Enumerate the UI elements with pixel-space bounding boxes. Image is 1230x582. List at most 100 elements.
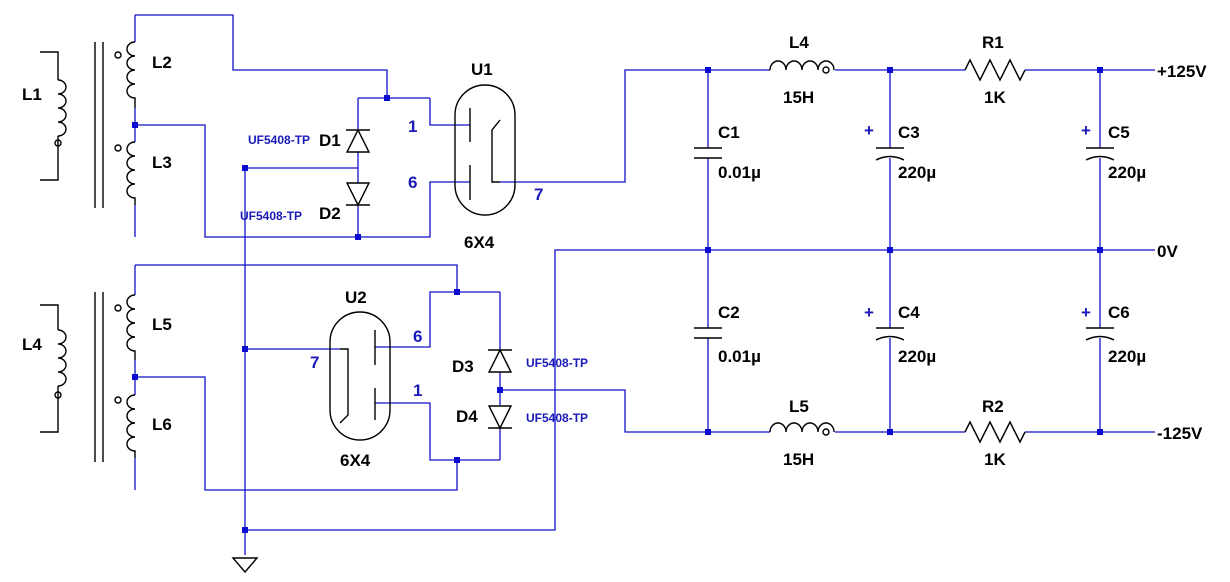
r1-body — [964, 58, 1026, 82]
u1-cathode — [491, 119, 501, 183]
l5-choke-label: L5 — [789, 397, 809, 416]
l1-bottom-lead — [40, 136, 59, 181]
output-pos-label: +125V — [1157, 62, 1207, 81]
u1-envelope — [454, 84, 516, 216]
output-zero-label: 0V — [1157, 242, 1178, 261]
junction-dot — [705, 67, 711, 73]
l3-dot — [114, 144, 122, 152]
l3-label: L3 — [152, 153, 172, 172]
u2-pin-1: 1 — [413, 381, 422, 400]
c6-label: C6 — [1108, 303, 1130, 322]
resistor-r2: R2 1K — [964, 397, 1026, 469]
u1-pin-7: 7 — [534, 185, 543, 204]
output-neg-label: -125V — [1157, 424, 1203, 443]
c3-label: C3 — [898, 123, 920, 142]
tube-u2: U2 6X4 6 1 7 — [310, 288, 422, 470]
d1-body — [345, 128, 371, 153]
d2-body — [345, 182, 371, 207]
c5-label: C5 — [1108, 123, 1130, 142]
l1-coil — [57, 79, 67, 137]
junction-dot — [132, 374, 138, 380]
resistor-r1: R1 1K — [964, 33, 1026, 107]
u2-pin-6: 6 — [413, 327, 422, 346]
diode-d4: D4 UF5408-TP — [456, 405, 588, 430]
junctions — [132, 67, 1103, 533]
wire-l5-top — [135, 264, 458, 292]
u1-part: 6X4 — [464, 233, 495, 252]
junction-dot — [887, 67, 893, 73]
r2-value: 1K — [984, 450, 1006, 469]
junction-dot — [1097, 67, 1103, 73]
junction-dot — [887, 429, 893, 435]
l2-coil — [126, 41, 136, 108]
l5-coil — [126, 294, 136, 360]
l4-top-lead — [40, 304, 59, 330]
diode-d3: D3 UF5408-TP — [452, 348, 588, 376]
tube-u1: U1 6X4 1 6 7 — [408, 60, 543, 252]
c1-value: 0.01µ — [718, 163, 761, 182]
u1-label: U1 — [471, 60, 493, 79]
u2-pin-7: 7 — [310, 353, 319, 372]
junction-dot — [1097, 247, 1103, 253]
l5-choke-dot — [822, 428, 830, 436]
c2-value: 0.01µ — [718, 347, 761, 366]
u2-part: 6X4 — [340, 451, 371, 470]
u2-label: U2 — [345, 288, 367, 307]
u1-pin-6: 6 — [408, 173, 417, 192]
wire-u1-pin1 — [429, 98, 470, 126]
l1-dot — [54, 139, 62, 147]
capacitor-c1: C1 0.01µ — [694, 123, 761, 182]
u2-cathode — [339, 348, 349, 424]
wire-d3d4-out — [500, 389, 770, 433]
c3-plate-bottom — [875, 155, 905, 161]
c4-plus: + — [864, 303, 874, 322]
c4-plate-bottom — [875, 335, 905, 341]
diode-d2: D2 UF5408-TP — [240, 182, 371, 223]
junction-dot — [355, 234, 361, 240]
c3-value: 220µ — [898, 163, 936, 182]
wire-center-tap-lower — [135, 376, 458, 491]
l5-label: L5 — [152, 315, 172, 334]
capacitor-c2: C2 0.01µ — [694, 303, 761, 366]
d4-label: D4 — [456, 407, 478, 426]
r2-body — [964, 420, 1026, 444]
junction-dot — [454, 457, 460, 463]
r1-label: R1 — [982, 33, 1004, 52]
d3-label: D3 — [452, 357, 474, 376]
l1-top-lead — [40, 51, 59, 80]
l6-dot — [114, 396, 122, 404]
wires — [134, 14, 1155, 555]
d2-part: UF5408-TP — [240, 209, 302, 223]
u1-pin-1: 1 — [408, 117, 417, 136]
r2-label: R2 — [982, 397, 1004, 416]
l4-choke-value: 15H — [783, 88, 814, 107]
d3-part: UF5408-TP — [526, 356, 588, 370]
l4-bottom-lead — [40, 386, 59, 433]
l6-label: L6 — [152, 415, 172, 434]
inductor-l4: L4 15H — [769, 33, 835, 107]
inductor-l5: L5 15H — [769, 397, 835, 469]
c2-label: C2 — [718, 303, 740, 322]
junction-dot — [705, 247, 711, 253]
wire-u2-pin1 — [375, 402, 500, 461]
c6-value: 220µ — [1108, 347, 1146, 366]
l4-choke-label: L4 — [789, 33, 809, 52]
l4-choke-dot — [822, 66, 830, 74]
d1-part: UF5408-TP — [248, 133, 310, 147]
l5-choke-coil — [769, 422, 835, 433]
r1-value: 1K — [984, 88, 1006, 107]
l6-coil — [126, 394, 136, 458]
junction-dot — [242, 346, 248, 352]
l1-label: L1 — [22, 85, 42, 104]
junction-dot — [132, 122, 138, 128]
l5-choke-value: 15H — [783, 450, 814, 469]
capacitor-c3: + C3 220µ — [864, 121, 936, 182]
ground-icon — [231, 557, 259, 574]
capacitor-c6: + C6 220µ — [1081, 303, 1146, 366]
junction-dot — [384, 95, 390, 101]
junction-dot — [497, 387, 503, 393]
transformer-lower: L4 L5 L6 — [22, 292, 172, 462]
c5-value: 220µ — [1108, 163, 1146, 182]
